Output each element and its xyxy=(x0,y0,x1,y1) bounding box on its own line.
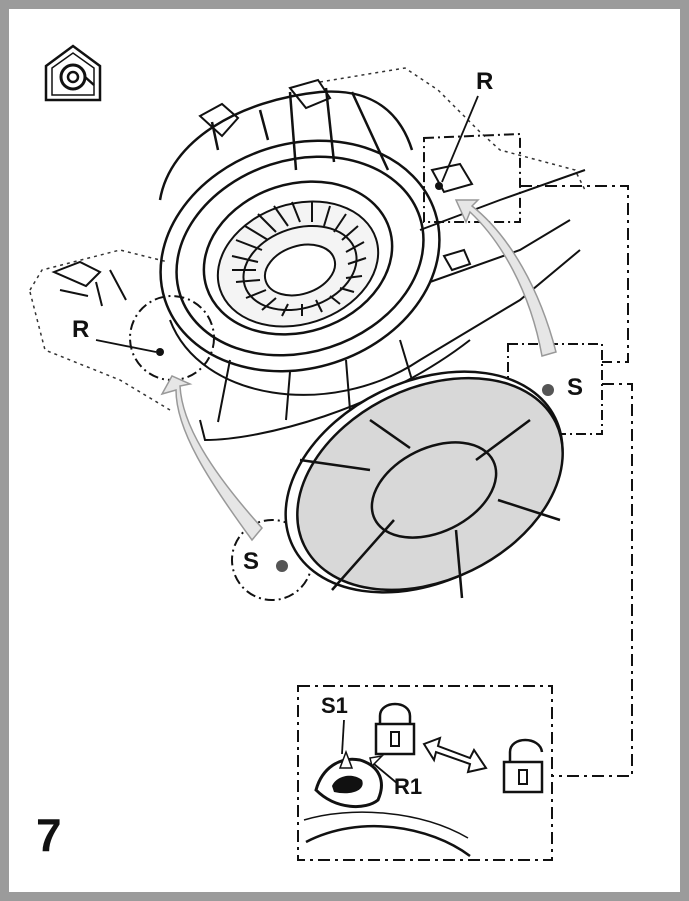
leader-ticks xyxy=(95,95,479,353)
hood-skirt xyxy=(169,169,586,442)
leader-lines xyxy=(520,185,633,777)
motor-housing xyxy=(158,87,441,373)
label-r1: R1 xyxy=(394,774,423,799)
cabinet-outline xyxy=(29,67,586,411)
lock-detail-inset xyxy=(297,685,553,861)
home-recirculation-icon xyxy=(44,44,102,102)
fan-grille xyxy=(216,200,380,328)
grease-filter xyxy=(284,370,564,599)
screw-markers xyxy=(156,182,554,572)
lock-closed-icon xyxy=(374,702,416,756)
double-arrow-icon xyxy=(422,736,488,774)
label-r-right: R xyxy=(476,68,494,95)
step-number: 7 xyxy=(36,809,62,861)
label-s-left: S xyxy=(243,548,260,575)
direction-arrows xyxy=(160,199,557,542)
label-s1: S1 xyxy=(321,693,348,718)
lock-open-icon xyxy=(502,738,544,794)
label-r-left: R xyxy=(72,316,90,343)
left-mount-bracket xyxy=(51,260,127,307)
label-s-right: S xyxy=(567,374,584,401)
